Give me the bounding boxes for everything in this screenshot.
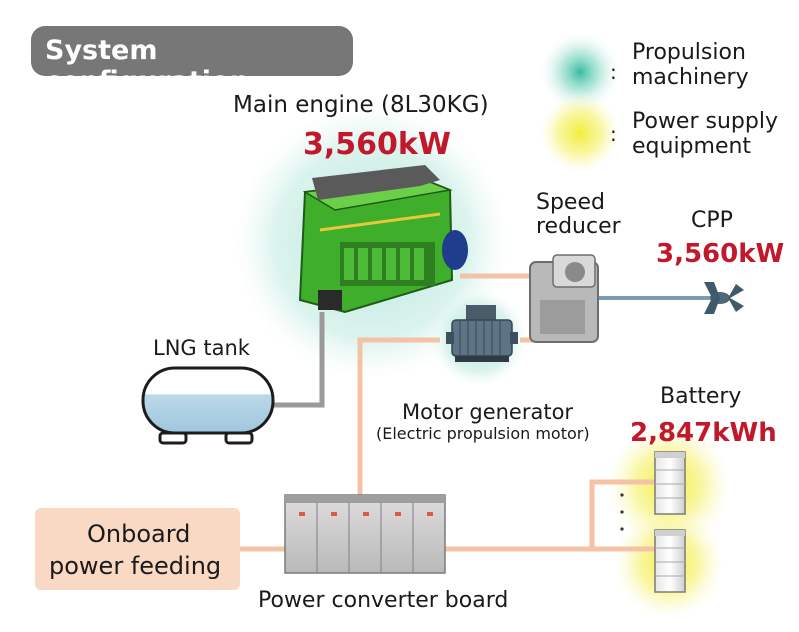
main-engine-label: Main engine (8L30KG) <box>233 92 489 118</box>
power-converter-board-label: Power converter board <box>258 588 509 613</box>
speed-reducer-label-line1: Speed <box>536 190 605 215</box>
cpp-label: CPP <box>691 208 733 233</box>
motor-generator-sublabel: (Electric propulsion motor) <box>376 424 590 443</box>
motor-generator-icon <box>446 305 518 362</box>
lng-tank-icon <box>141 366 275 445</box>
battery-top-icon <box>654 451 686 515</box>
legend-propulsion-label-line2: machinery <box>632 65 749 90</box>
speed-reducer-label-line2: reducer <box>536 214 621 239</box>
fuel-pipe <box>272 312 325 408</box>
onboard-power-feeding-line2: power feeding <box>49 552 222 580</box>
title-banner: System configuration <box>31 26 353 97</box>
cpp-power: 3,560kW <box>656 239 785 269</box>
main-engine-icon <box>298 165 468 314</box>
legend-propulsion-colon: : <box>610 60 617 84</box>
power-converter-board-icon <box>284 494 446 574</box>
onboard-power-feeding-box: Onboard power feeding <box>35 508 240 590</box>
legend-supply-swatch <box>540 93 620 173</box>
legend-supply-label-line2: equipment <box>632 134 752 159</box>
legend-supply-label-line1: Power supply <box>632 109 778 134</box>
legend-propulsion-label-line1: Propulsion <box>632 40 746 65</box>
cpp-propeller-icon <box>704 282 744 314</box>
lng-tank-label: LNG tank <box>153 336 250 360</box>
legend-supply-colon: : <box>610 122 617 146</box>
main-engine-power: 3,560kW <box>303 127 451 162</box>
peach-connectors <box>240 273 655 552</box>
legend-propulsion-swatch <box>540 32 620 112</box>
battery-capacity: 2,847kWh <box>630 418 777 448</box>
speed-reducer-icon <box>529 254 599 343</box>
battery-ellipsis-dots <box>620 493 624 531</box>
battery-bottom-icon <box>654 529 686 593</box>
motor-generator-label: Motor generator <box>402 400 574 424</box>
battery-label: Battery <box>660 384 742 409</box>
page-title: System configuration <box>45 35 249 97</box>
onboard-power-feeding-line1: Onboard <box>87 520 191 548</box>
